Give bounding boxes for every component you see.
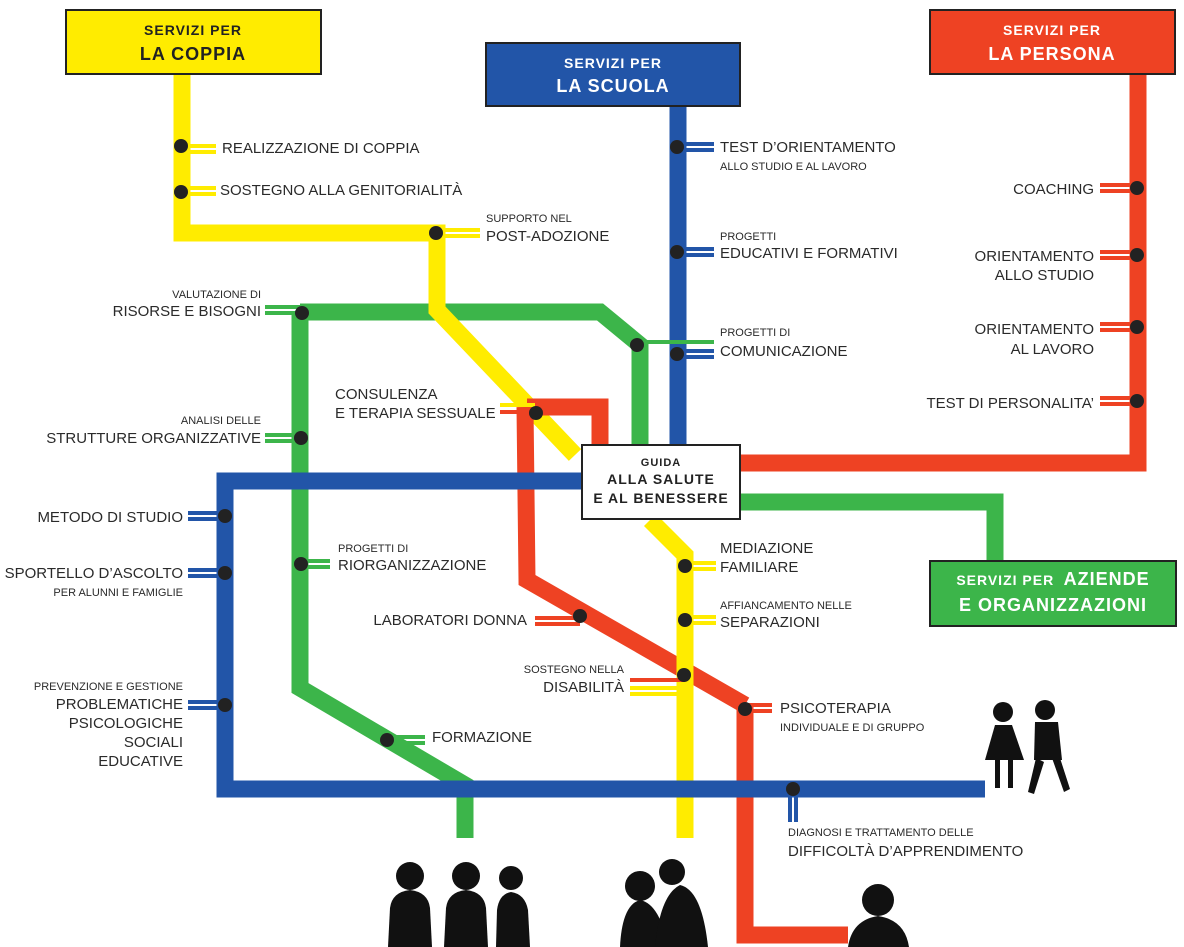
line-coppia-south: [643, 513, 694, 838]
header-scuola-line1: SERVIZI PER: [564, 55, 662, 71]
label-riorganizzazione-2: RIORGANIZZAZIONE: [338, 557, 486, 574]
header-aziende: SERVIZI PER AZIENDE E ORGANIZZAZIONI: [929, 560, 1177, 627]
header-scuola-line2: LA SCUOLA: [556, 76, 669, 96]
line-aziende-east: [735, 493, 1004, 565]
person-silhouette: [848, 884, 909, 947]
stop-genitorialita-dot: [174, 185, 188, 199]
label-test-orientamento-1: TEST D’ORIENTAMENTO: [720, 139, 896, 156]
label-sportello-1: SPORTELLO D’ASCOLTO: [5, 565, 183, 582]
label-prevenzione-5: EDUCATIVE: [98, 753, 183, 770]
label-test-orientamento-2: ALLO STUDIO E AL LAVORO: [720, 161, 867, 173]
label-formazione: FORMAZIONE: [432, 729, 532, 746]
label-or-lavoro-2: AL LAVORO: [1011, 341, 1094, 358]
stop-valutazione-dot: [295, 306, 309, 320]
stop-separazioni-dot: [678, 613, 692, 627]
line-persona-diagonal: [516, 406, 750, 713]
label-or-studio-2: ALLO STUDIO: [995, 267, 1094, 284]
label-psicoterapia-1: PSICOTERAPIA: [780, 700, 891, 717]
stop-mediazione-dot: [678, 559, 692, 573]
label-genitorialita: SOSTEGNO ALLA GENITORIALITÀ: [220, 182, 462, 199]
header-aziende-line1: SERVIZI PER: [956, 572, 1054, 588]
svg-text:SERVIZI PER AZIENDE: SERVIZI PER AZIENDE: [956, 569, 1149, 589]
label-analisi-1: ANALISI DELLE: [181, 415, 261, 427]
stop-riorganizzazione-dot: [294, 557, 308, 571]
stop-postadozione-dot: [429, 226, 443, 240]
line-persona: [735, 72, 1147, 472]
header-aziende-line1b: AZIENDE: [1064, 569, 1150, 589]
stop-psicoterapia-dot: [738, 702, 752, 716]
hub-line1: GUIDA: [641, 457, 681, 469]
label-valutazione-2: RISORSE E BISOGNI: [113, 303, 261, 320]
label-diagnosi-1: DIAGNOSI E TRATTAMENTO DELLE: [788, 827, 974, 839]
label-progetti-educativi-1: PROGETTI: [720, 231, 776, 243]
stop-diagnosi-dot: [786, 782, 800, 796]
stop-consulenza-dot: [529, 406, 543, 420]
label-progetti-educativi-2: EDUCATIVI E FORMATIVI: [720, 245, 898, 262]
stop-test-orientamento-dot: [670, 140, 684, 154]
header-persona: SERVIZI PER LA PERSONA: [929, 9, 1176, 75]
label-or-studio-1: ORIENTAMENTO: [975, 248, 1094, 265]
label-comunicazione-1: PROGETTI DI: [720, 327, 790, 339]
header-scuola: SERVIZI PER LA SCUOLA: [485, 42, 741, 107]
hub-line2: ALLA SALUTE: [607, 471, 715, 487]
label-analisi-2: STRUTTURE ORGANIZZATIVE: [46, 430, 261, 447]
label-consulenza-2: E TERAPIA SESSUALE: [335, 405, 496, 422]
stop-sportello-dot: [218, 566, 232, 580]
stop-dots: [174, 139, 1144, 796]
stop-formazione-dot: [380, 733, 394, 747]
stop-coaching-dot: [1130, 181, 1144, 195]
stop-test-personalita-dot: [1130, 394, 1144, 408]
stop-comunicazione-dot: [670, 347, 684, 361]
label-disabilita-2: DISABILITÀ: [543, 679, 624, 696]
central-hub: GUIDA ALLA SALUTE E AL BENESSERE: [581, 444, 741, 520]
label-laboratori: LABORATORI DONNA: [373, 612, 527, 629]
header-aziende-line2: E ORGANIZZAZIONI: [959, 595, 1147, 615]
label-postadozione-2: POST-ADOZIONE: [486, 228, 609, 245]
label-valutazione-1: VALUTAZIONE DI: [172, 289, 261, 301]
header-coppia-line1: SERVIZI PER: [144, 22, 242, 38]
label-coaching: COACHING: [1013, 181, 1094, 198]
label-mediazione-1: MEDIAZIONE: [720, 540, 813, 557]
label-prevenzione-2: PROBLEMATICHE: [56, 696, 183, 713]
couple-silhouette: [620, 859, 708, 947]
label-separazioni-1: AFFIANCAMENTO NELLE: [720, 600, 852, 612]
label-riorganizzazione-1: PROGETTI DI: [338, 543, 408, 555]
label-comunicazione-2: COMUNICAZIONE: [720, 343, 848, 360]
children-silhouette: [985, 700, 1070, 794]
label-sportello-2: PER ALUNNI E FAMIGLIE: [53, 587, 183, 599]
stop-prevenzione-dot: [218, 698, 232, 712]
header-persona-line2: LA PERSONA: [988, 44, 1115, 64]
stop-progetti-educativi-dot: [670, 245, 684, 259]
label-consulenza-1: CONSULENZA: [335, 386, 438, 403]
label-separazioni-2: SEPARAZIONI: [720, 614, 820, 631]
label-diagnosi-2: DIFFICOLTÀ D’APPRENDIMENTO: [788, 843, 1023, 860]
label-psicoterapia-2: INDIVIDUALE E DI GRUPPO: [780, 722, 925, 734]
stop-realizzazione-dot: [174, 139, 188, 153]
label-disabilita-1: SOSTEGNO NELLA: [524, 664, 625, 676]
stop-metodo-dot: [218, 509, 232, 523]
stop-or-lavoro-dot: [1130, 320, 1144, 334]
label-metodo: METODO DI STUDIO: [37, 509, 183, 526]
stop-analisi-dot: [294, 431, 308, 445]
stop-green-junction-dot: [630, 338, 644, 352]
stop-or-studio-dot: [1130, 248, 1144, 262]
line-scuola-west: [216, 472, 985, 798]
label-prevenzione-3: PSICOLOGICHE: [69, 715, 183, 732]
hub-line3: E AL BENESSERE: [593, 490, 728, 506]
header-coppia: SERVIZI PER LA COPPIA: [65, 9, 322, 75]
label-realizzazione: REALIZZAZIONE DI COPPIA: [222, 140, 420, 157]
label-mediazione-2: FAMILIARE: [720, 559, 798, 576]
label-prevenzione-4: SOCIALI: [124, 734, 183, 751]
stop-disabilita-dot: [677, 668, 691, 682]
label-postadozione-1: SUPPORTO NEL: [486, 213, 572, 225]
label-prevenzione-1: PREVENZIONE E GESTIONE: [34, 681, 183, 693]
stop-laboratori-dot: [573, 609, 587, 623]
label-or-lavoro-1: ORIENTAMENTO: [975, 321, 1094, 338]
header-coppia-line2: LA COPPIA: [140, 44, 246, 64]
business-people-silhouette: [388, 862, 530, 947]
header-persona-line1: SERVIZI PER: [1003, 22, 1101, 38]
label-test-personalita: TEST DI PERSONALITA’: [926, 395, 1094, 412]
line-persona-loop: [527, 398, 609, 445]
